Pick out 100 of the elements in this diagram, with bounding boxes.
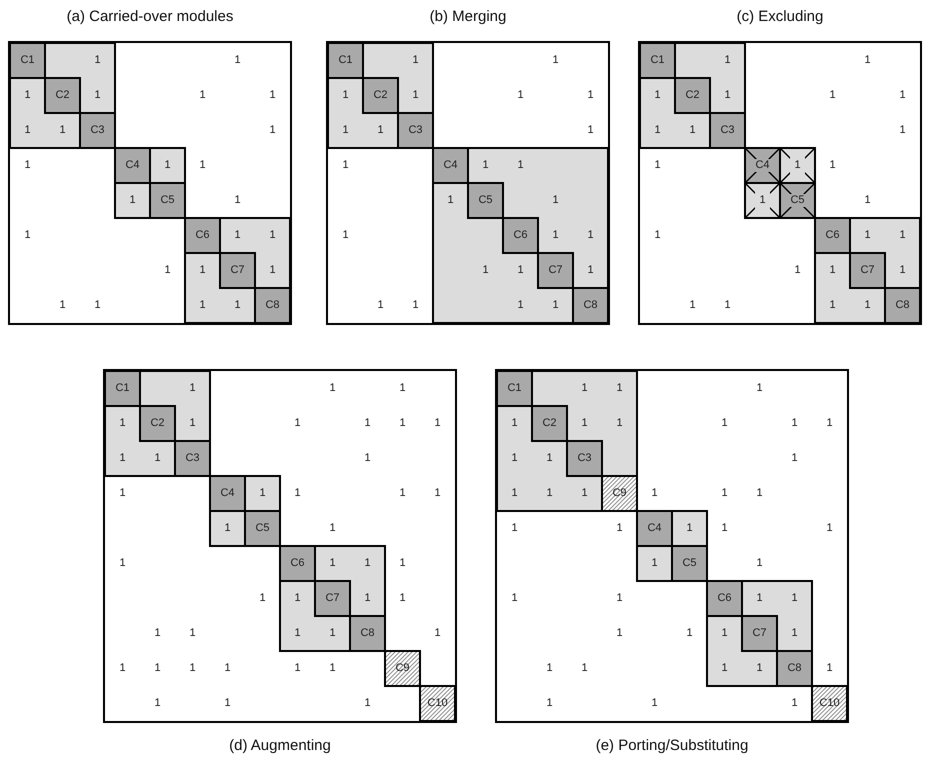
matrix-entry: 1 bbox=[586, 88, 595, 103]
matrix-entry: 1 bbox=[790, 416, 799, 432]
matrix-entry: 1 bbox=[790, 451, 799, 466]
module-cell: C2 bbox=[674, 76, 711, 114]
module-cell: C8 bbox=[572, 286, 609, 324]
matrix-entry: 1 bbox=[153, 626, 162, 642]
matrix-entry: 1 bbox=[93, 298, 102, 313]
module-cell: C5 bbox=[467, 182, 504, 218]
matrix-entry: 1 bbox=[328, 626, 337, 642]
matrix-entry: 1 bbox=[341, 228, 350, 243]
matrix-entry: 1 bbox=[341, 88, 350, 103]
matrix-entry: 1 bbox=[363, 416, 372, 432]
panel-caption: (e) Porting/Substituting bbox=[596, 736, 748, 756]
matrix-entry: 1 bbox=[580, 661, 589, 676]
matrix-entry: 1 bbox=[615, 521, 624, 536]
module-cell: C2 bbox=[531, 405, 568, 442]
matrix-entry: 1 bbox=[233, 228, 242, 243]
matrix-entry: 1 bbox=[328, 661, 337, 676]
matrix-entry: 1 bbox=[898, 122, 907, 138]
matrix-entry: 1 bbox=[233, 298, 242, 313]
matrix-entry: 1 bbox=[828, 158, 837, 173]
module-block bbox=[496, 370, 638, 512]
module-cell: C1 bbox=[496, 370, 533, 407]
matrix-entry: 1 bbox=[223, 696, 232, 712]
matrix-entry: 1 bbox=[615, 591, 624, 606]
matrix-entry: 1 bbox=[650, 486, 659, 502]
module-cell: C5 bbox=[244, 510, 281, 547]
module-cell: C4 bbox=[744, 146, 781, 184]
matrix-entry: 1 bbox=[653, 88, 662, 103]
matrix-entry: 1 bbox=[258, 591, 267, 606]
module-cell: C4 bbox=[636, 510, 673, 547]
matrix-entry: 1 bbox=[545, 661, 554, 676]
module-cell: C8 bbox=[776, 650, 813, 687]
module-cell: C8 bbox=[349, 615, 386, 652]
matrix-entry: 1 bbox=[615, 626, 624, 642]
module-cell: C5 bbox=[149, 182, 186, 218]
matrix-entry: 1 bbox=[825, 521, 834, 536]
matrix-entry: 1 bbox=[510, 451, 519, 466]
module-cell: C3 bbox=[174, 440, 211, 477]
matrix-entry: 1 bbox=[863, 228, 872, 243]
matrix-entry: 1 bbox=[688, 122, 697, 138]
matrix-entry: 1 bbox=[268, 262, 277, 278]
panel-caption: (b) Merging bbox=[430, 7, 506, 27]
matrix-entry: 1 bbox=[188, 416, 197, 432]
module-cell: C3 bbox=[709, 112, 746, 148]
matrix-entry: 1 bbox=[685, 521, 694, 536]
matrix-entry: 1 bbox=[755, 591, 764, 606]
module-cell: C4 bbox=[114, 146, 151, 184]
matrix-entry: 1 bbox=[163, 158, 172, 173]
module-cell: C3 bbox=[79, 112, 116, 148]
matrix-entry: 1 bbox=[580, 486, 589, 502]
matrix-entry: 1 bbox=[293, 591, 302, 606]
matrix-entry: 1 bbox=[163, 262, 172, 278]
matrix-entry: 1 bbox=[545, 696, 554, 712]
matrix-entry: 1 bbox=[720, 521, 729, 536]
module-cell: C10 bbox=[419, 685, 456, 722]
matrix-entry: 1 bbox=[898, 88, 907, 103]
module-cell: C1 bbox=[104, 370, 141, 407]
module-cell: C3 bbox=[397, 112, 434, 148]
module-cell: C9 bbox=[601, 475, 638, 512]
module-block bbox=[9, 42, 116, 148]
matrix-entry: 1 bbox=[188, 626, 197, 642]
module-cell: C4 bbox=[432, 146, 469, 184]
matrix-entry: 1 bbox=[376, 122, 385, 138]
module-cell: C10 bbox=[811, 685, 848, 722]
matrix-entry: 1 bbox=[58, 298, 67, 313]
matrix-entry: 1 bbox=[755, 661, 764, 676]
matrix-entry: 1 bbox=[398, 416, 407, 432]
matrix-entry: 1 bbox=[790, 626, 799, 642]
matrix-entry: 1 bbox=[545, 486, 554, 502]
module-cell: C2 bbox=[139, 405, 176, 442]
panel-caption: (c) Excluding bbox=[736, 7, 824, 27]
matrix-entry: 1 bbox=[516, 158, 525, 173]
module-block bbox=[279, 545, 386, 652]
module-cell: C7 bbox=[537, 252, 574, 288]
matrix-entry: 1 bbox=[188, 661, 197, 676]
panel-caption: (d) Augmenting bbox=[229, 736, 331, 756]
module-cell: C4 bbox=[209, 475, 246, 512]
matrix-entry: 1 bbox=[433, 486, 442, 502]
module-block bbox=[184, 216, 291, 324]
module-block bbox=[114, 146, 186, 218]
matrix-entry: 1 bbox=[411, 52, 420, 68]
module-cell: C5 bbox=[779, 182, 816, 218]
matrix-entry: 1 bbox=[363, 696, 372, 712]
module-cell: C7 bbox=[314, 580, 351, 617]
module-block bbox=[432, 146, 609, 324]
matrix-entry: 1 bbox=[23, 158, 32, 173]
matrix-entry: 1 bbox=[551, 228, 560, 243]
matrix-entry: 1 bbox=[825, 661, 834, 676]
matrix-entry: 1 bbox=[363, 556, 372, 572]
matrix-entry: 1 bbox=[268, 228, 277, 243]
matrix-entry: 1 bbox=[790, 591, 799, 606]
matrix-entry: 1 bbox=[433, 626, 442, 642]
matrix-entry: 1 bbox=[293, 661, 302, 676]
module-cell: C7 bbox=[741, 615, 778, 652]
matrix-entry: 1 bbox=[720, 416, 729, 432]
matrix-entry: 1 bbox=[268, 88, 277, 103]
matrix-entry: 1 bbox=[328, 556, 337, 572]
matrix-entry: 1 bbox=[586, 262, 595, 278]
matrix-entry: 1 bbox=[516, 262, 525, 278]
